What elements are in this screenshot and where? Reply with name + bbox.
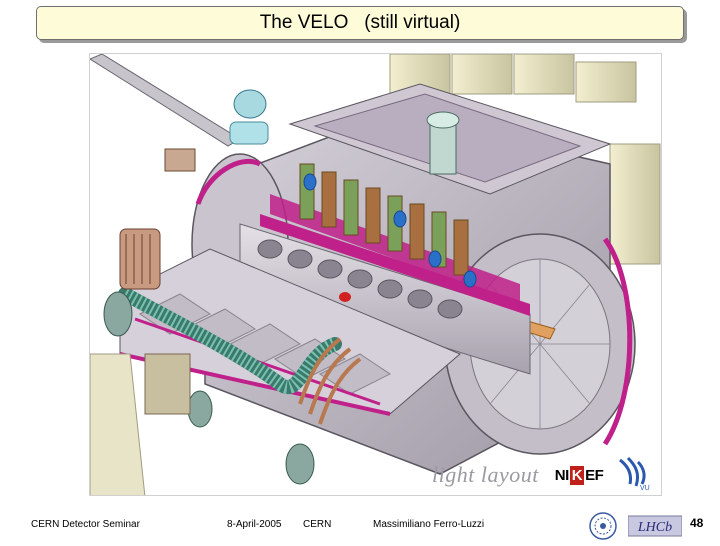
slide-title-box: The VELO (still virtual) — [36, 6, 684, 40]
page-number: 48 — [690, 516, 704, 530]
footer-location: CERN — [303, 519, 332, 530]
velo-illustration — [89, 53, 662, 496]
svg-text:VU: VU — [640, 485, 650, 492]
svg-text:LHCb: LHCb — [637, 520, 672, 535]
top-flanges — [164, 89, 267, 172]
footer-speaker: Massimiliano Ferro-Luzzi — [373, 519, 485, 530]
figure-caption: light layout — [432, 462, 539, 487]
footer-date: 8-April-2005 — [227, 519, 282, 530]
vu-logo: VU — [614, 456, 654, 492]
corrugated-pipe — [118, 287, 342, 394]
copper-cooling-lines — [298, 337, 362, 425]
footer-seminar: CERN Detector Seminar — [31, 519, 140, 530]
cable-box-array — [389, 54, 661, 265]
upper-module-array — [299, 163, 477, 288]
slide-title: The VELO (still virtual) — [259, 12, 461, 33]
beam-pipe — [90, 54, 269, 147]
lhcb-logo: LHCb — [627, 512, 683, 540]
feedthrough-flanges — [90, 291, 315, 495]
university-seal-logo — [588, 511, 618, 541]
bellows — [119, 228, 161, 290]
velo-cutaway-drawing — [90, 54, 661, 495]
